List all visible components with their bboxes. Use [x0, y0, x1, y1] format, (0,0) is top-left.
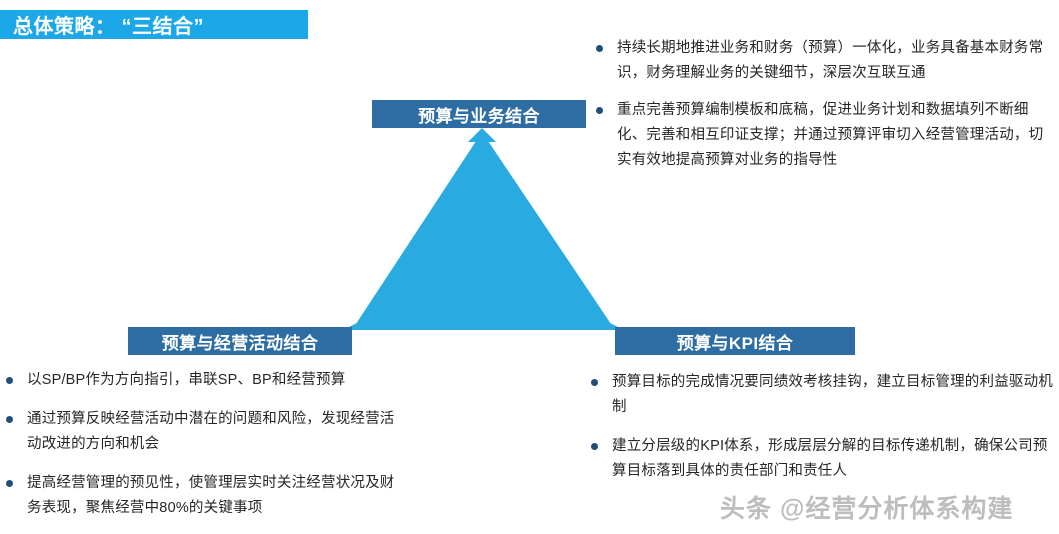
list-item: 预算目标的完成情况要同绩效考核挂钩，建立目标管理的利益驱动机制 — [591, 370, 1053, 420]
list-item: 提高经营管理的预见性，使管理层实时关注经营状况及财务表现，聚焦经营中80%的关键… — [6, 471, 396, 521]
watermark: 头条 @经营分析体系构建 — [720, 489, 1013, 525]
accent-triangle-up-icon — [468, 128, 496, 142]
bullet-dot-icon — [596, 107, 603, 114]
title-banner: 总体策略： “三结合” — [0, 10, 308, 39]
triangle-label-top[interactable]: 预算与业务结合 — [372, 100, 586, 128]
list-item: 以SP/BP作为方向指引，串联SP、BP和经营预算 — [6, 368, 396, 393]
list-item-text: 通过预算反映经营活动中潜在的问题和风险，发现经营活动改进的方向和机会 — [27, 411, 395, 452]
list-item-text: 以SP/BP作为方向指引，串联SP、BP和经营预算 — [27, 372, 346, 388]
accent-wedge-right-icon — [596, 316, 624, 330]
bullet-dot-icon — [6, 416, 13, 423]
triangle-label-bottom-left-text: 预算与经营活动结合 — [161, 333, 319, 353]
bullet-list-budget-operations: 以SP/BP作为方向指引，串联SP、BP和经营预算 通过预算反映经营活动中潜在的… — [6, 368, 396, 534]
strategy-triangle-icon — [352, 132, 615, 330]
triangle-label-bottom-right[interactable]: 预算与KPI结合 — [615, 327, 855, 355]
bullet-dot-icon — [591, 379, 598, 386]
list-item-text: 预算目标的完成情况要同绩效考核挂钩，建立目标管理的利益驱动机制 — [612, 374, 1053, 415]
accent-wedge-left-icon — [343, 316, 371, 330]
bullet-dot-icon — [591, 443, 598, 450]
list-item: 持续长期地推进业务和财务（预算）一体化，业务具备基本财务常识，财务理解业务的关键… — [596, 36, 1051, 86]
list-item-text: 建立分层级的KPI体系，形成层层分解的目标传递机制，确保公司预算目标落到具体的责… — [612, 438, 1048, 479]
list-item-text: 提高经营管理的预见性，使管理层实时关注经营状况及财务表现，聚焦经营中80%的关键… — [27, 475, 395, 516]
bullet-dot-icon — [6, 480, 13, 487]
list-item-text: 持续长期地推进业务和财务（预算）一体化，业务具备基本财务常识，财务理解业务的关键… — [617, 40, 1044, 81]
list-item: 通过预算反映经营活动中潜在的问题和风险，发现经营活动改进的方向和机会 — [6, 407, 396, 457]
page-title: 总体策略： “三结合” — [13, 16, 205, 38]
triangle-label-bottom-left[interactable]: 预算与经营活动结合 — [128, 327, 352, 355]
list-item-text: 重点完善预算编制模板和底稿，促进业务计划和数据填列不断细化、完善和相互印证支撑；… — [617, 102, 1044, 168]
watermark-text: 头条 @经营分析体系构建 — [720, 495, 1014, 523]
triangle-label-bottom-right-text: 预算与KPI结合 — [676, 333, 794, 353]
list-item: 建立分层级的KPI体系，形成层层分解的目标传递机制，确保公司预算目标落到具体的责… — [591, 434, 1053, 484]
bullet-dot-icon — [6, 377, 13, 384]
bullet-list-budget-business: 持续长期地推进业务和财务（预算）一体化，业务具备基本财务常识，财务理解业务的关键… — [596, 36, 1051, 185]
bullet-list-budget-kpi: 预算目标的完成情况要同绩效考核挂钩，建立目标管理的利益驱动机制 建立分层级的KP… — [591, 370, 1053, 498]
bullet-dot-icon — [596, 45, 603, 52]
list-item: 重点完善预算编制模板和底稿，促进业务计划和数据填列不断细化、完善和相互印证支撑；… — [596, 98, 1051, 173]
triangle-label-top-text: 预算与业务结合 — [418, 106, 540, 126]
